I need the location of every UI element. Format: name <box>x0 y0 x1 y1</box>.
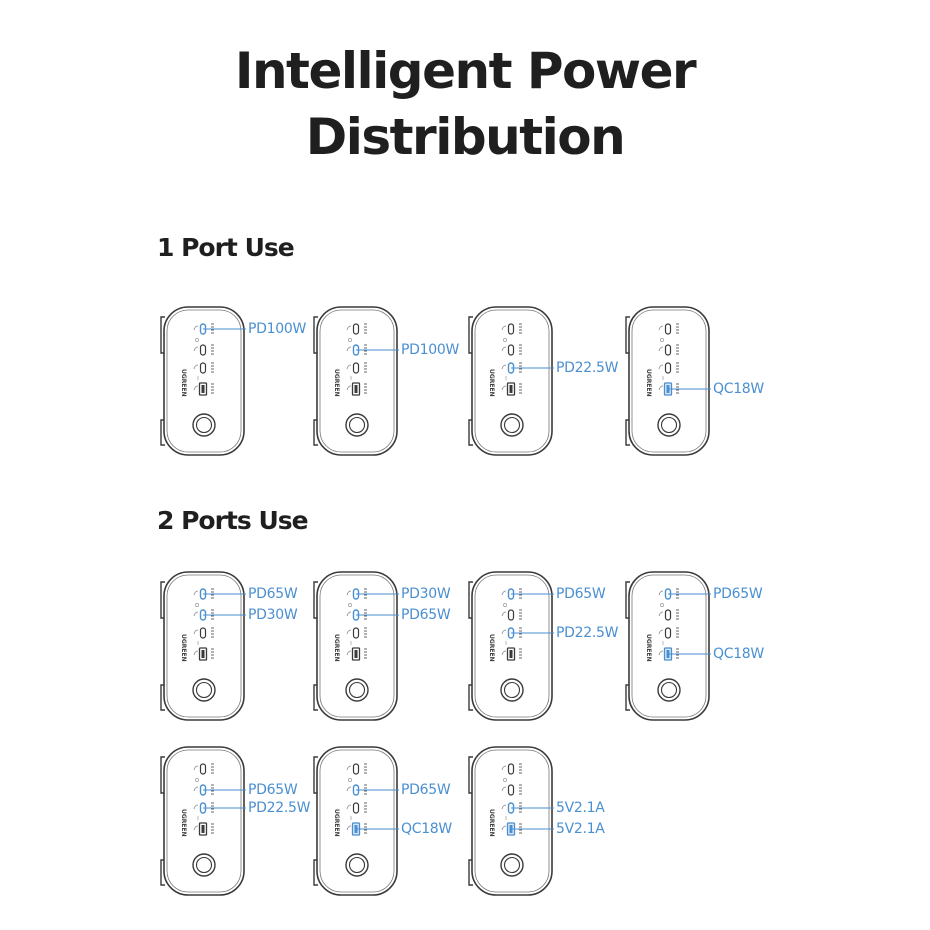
usb-c-port-icon <box>352 802 360 814</box>
charger-body <box>163 571 245 721</box>
usb-c-port-icon <box>664 323 672 335</box>
charger-illustration: UGREEN <box>160 306 246 456</box>
usb-c-port-icon <box>664 344 672 356</box>
section-heading-1-port: 1 Port Use <box>157 233 295 262</box>
brand-logo: UGREEN <box>180 369 187 397</box>
brand-logo: UGREEN <box>488 634 495 662</box>
brand-logo: UGREEN <box>645 634 652 662</box>
charger-illustration: UGREEN <box>313 571 399 721</box>
usb-c-port-icon <box>352 627 360 639</box>
charger-body <box>163 306 245 456</box>
charger-body <box>471 746 553 896</box>
output-power-label: QC18W <box>401 821 452 837</box>
usb-c-port-icon <box>507 784 515 796</box>
title-line-1: Intelligent Power <box>234 42 697 100</box>
charger-illustration: UGREEN <box>313 306 399 456</box>
usb-c-port-icon <box>199 627 207 639</box>
output-power-label: PD22.5W <box>556 360 619 376</box>
output-power-label: PD30W <box>248 607 298 623</box>
section-heading-2-ports: 2 Ports Use <box>157 506 309 535</box>
output-power-label: PD100W <box>248 321 306 337</box>
charger-diagram: UGREEN PD65W QC18W <box>313 745 452 897</box>
charger-diagram: UGREEN PD65W PD30W <box>160 570 298 722</box>
usb-c-port-icon <box>199 344 207 356</box>
charger-diagram: UGREEN PD65W PD22.5W <box>468 570 618 722</box>
charger-body <box>628 306 710 456</box>
charger-illustration: UGREEN <box>160 571 246 721</box>
output-power-label: PD22.5W <box>556 625 619 641</box>
output-power-label: PD100W <box>401 342 459 358</box>
usb-c-port-icon <box>664 627 672 639</box>
output-power-label: PD65W <box>556 586 606 602</box>
charger-illustration: UGREEN <box>468 571 554 721</box>
output-power-label: PD30W <box>401 586 451 602</box>
usb-c-port-icon <box>507 609 515 621</box>
brand-logo: UGREEN <box>645 369 652 397</box>
output-power-label: PD65W <box>248 782 298 798</box>
charger-diagram: UGREEN PD100W <box>313 305 459 457</box>
usb-c-port-icon <box>352 323 360 335</box>
output-power-label: 5V2.1A <box>556 821 605 837</box>
charger-diagram: UGREEN PD65W QC18W <box>625 570 764 722</box>
charger-diagram: UGREEN PD100W <box>160 305 306 457</box>
charger-illustration: UGREEN <box>160 746 246 896</box>
output-power-label: PD65W <box>401 607 451 623</box>
brand-logo: UGREEN <box>180 634 187 662</box>
usb-c-port-icon <box>199 362 207 374</box>
charger-illustration: UGREEN <box>468 306 554 456</box>
output-power-label: QC18W <box>713 381 764 397</box>
usb-c-port-icon <box>352 362 360 374</box>
usb-c-port-icon <box>664 609 672 621</box>
usb-c-port-icon <box>507 763 515 775</box>
charger-illustration: UGREEN <box>468 746 554 896</box>
charger-body <box>471 306 553 456</box>
charger-diagram: UGREEN PD30W PD65W <box>313 570 451 722</box>
brand-logo: UGREEN <box>333 634 340 662</box>
charger-body <box>316 746 398 896</box>
usb-c-port-icon <box>664 362 672 374</box>
charger-body <box>316 306 398 456</box>
usb-c-port-icon <box>507 344 515 356</box>
charger-diagram: UGREEN PD65W PD22.5W <box>160 745 310 897</box>
charger-body <box>471 571 553 721</box>
usb-c-port-icon <box>199 763 207 775</box>
output-power-label: PD22.5W <box>248 800 311 816</box>
brand-logo: UGREEN <box>488 369 495 397</box>
charger-illustration: UGREEN <box>625 571 711 721</box>
charger-diagram: UGREEN PD22.5W <box>468 305 618 457</box>
charger-diagram: UGREEN 5V2.1A 5V2.1A <box>468 745 605 897</box>
brand-logo: UGREEN <box>180 809 187 837</box>
brand-logo: UGREEN <box>488 809 495 837</box>
page-title: Intelligent Power Distribution <box>0 38 930 170</box>
charger-illustration: UGREEN <box>313 746 399 896</box>
charger-diagram: UGREEN QC18W <box>625 305 764 457</box>
brand-logo: UGREEN <box>333 369 340 397</box>
output-power-label: QC18W <box>713 646 764 662</box>
charger-illustration: UGREEN <box>625 306 711 456</box>
charger-body <box>316 571 398 721</box>
brand-logo: UGREEN <box>333 809 340 837</box>
output-power-label: PD65W <box>401 782 451 798</box>
usb-c-port-icon <box>507 323 515 335</box>
output-power-label: PD65W <box>248 586 298 602</box>
usb-c-port-icon <box>352 763 360 775</box>
output-power-label: 5V2.1A <box>556 800 605 816</box>
charger-body <box>628 571 710 721</box>
output-power-label: PD65W <box>713 586 763 602</box>
charger-body <box>163 746 245 896</box>
title-line-2: Distribution <box>305 108 626 166</box>
